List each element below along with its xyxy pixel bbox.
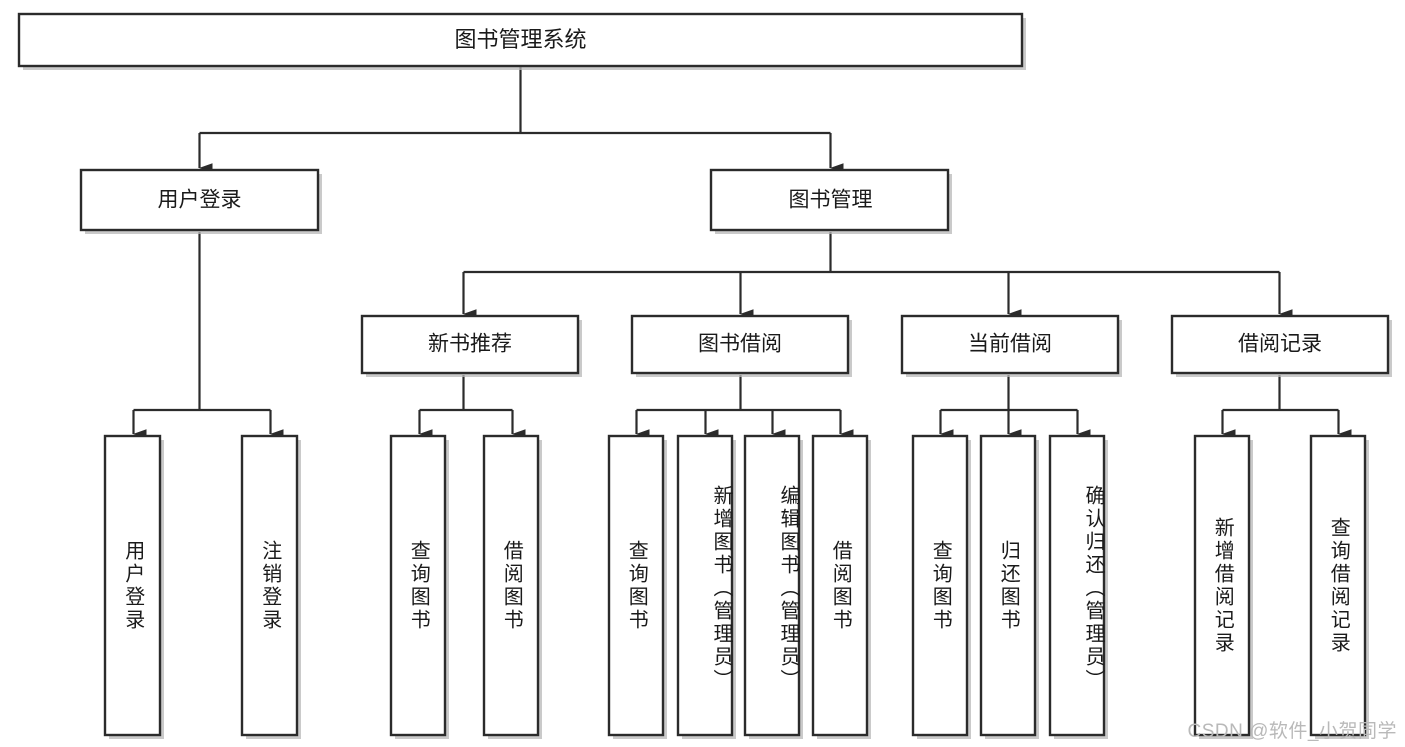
leaf-borrow-book-1-rect <box>482 434 540 737</box>
leaf-return-book-rect <box>979 434 1037 737</box>
node-root[interactable]: 图书管理系统 <box>17 12 1026 70</box>
node-user-login[interactable]: 用户登录 <box>79 168 322 234</box>
node-new-book-recommend-label: 新书推荐 <box>428 333 512 356</box>
leaf-add-book-rect <box>676 434 734 737</box>
node-book-borrow[interactable]: 图书借阅 <box>630 314 852 377</box>
node-new-book-recommend[interactable]: 新书推荐 <box>360 314 582 377</box>
leaf-confirm-return[interactable] <box>1048 434 1108 739</box>
leaf-logout-rect <box>240 434 299 737</box>
connector-layer <box>132 66 1352 439</box>
leaf-query-book-3[interactable] <box>911 434 971 739</box>
node-user-login-rect <box>79 168 320 232</box>
node-borrow-record[interactable]: 借阅记录 <box>1170 314 1392 377</box>
node-user-login-label: 用户登录 <box>158 189 242 212</box>
leaf-query-book-2-rect <box>607 434 665 737</box>
leaf-add-record[interactable] <box>1193 434 1253 739</box>
node-current-borrow-label: 当前借阅 <box>968 333 1052 356</box>
node-book-manage-label: 图书管理 <box>789 189 873 212</box>
leaf-edit-book-rect <box>743 434 801 737</box>
leaf-borrow-book-2[interactable] <box>811 434 871 739</box>
node-root-rect <box>17 12 1024 68</box>
leaf-user-login-rect <box>103 434 162 737</box>
leaf-query-book-3-rect <box>911 434 969 737</box>
watermark: CSDN @软件_小贺同学 <box>1187 721 1397 742</box>
leaf-confirm-return-rect <box>1048 434 1106 737</box>
leaf-query-record-rect <box>1309 434 1367 737</box>
leaf-borrow-book-2-rect <box>811 434 869 737</box>
leaf-query-book-1[interactable] <box>389 434 449 739</box>
leaf-query-book-1-rect <box>389 434 447 737</box>
leaf-add-record-rect <box>1193 434 1251 737</box>
leaf-edit-book[interactable] <box>743 434 803 739</box>
node-borrow-record-label: 借阅记录 <box>1238 333 1322 356</box>
leaf-add-book[interactable] <box>676 434 736 739</box>
node-book-manage[interactable]: 图书管理 <box>709 168 952 234</box>
node-new-book-recommend-rect <box>360 314 580 375</box>
leaf-query-record[interactable] <box>1309 434 1369 739</box>
node-book-borrow-label: 图书借阅 <box>698 333 782 356</box>
leaf-user-login[interactable] <box>103 434 164 739</box>
node-root-label: 图书管理系统 <box>454 27 586 52</box>
leaf-query-book-2[interactable] <box>607 434 667 739</box>
node-book-borrow-rect <box>630 314 850 375</box>
leaf-borrow-book-1[interactable] <box>482 434 542 739</box>
node-current-borrow-rect <box>900 314 1120 375</box>
leaf-logout[interactable] <box>240 434 301 739</box>
node-borrow-record-rect <box>1170 314 1390 375</box>
node-current-borrow[interactable]: 当前借阅 <box>900 314 1122 377</box>
leaf-return-book[interactable] <box>979 434 1039 739</box>
node-book-manage-rect <box>709 168 950 232</box>
